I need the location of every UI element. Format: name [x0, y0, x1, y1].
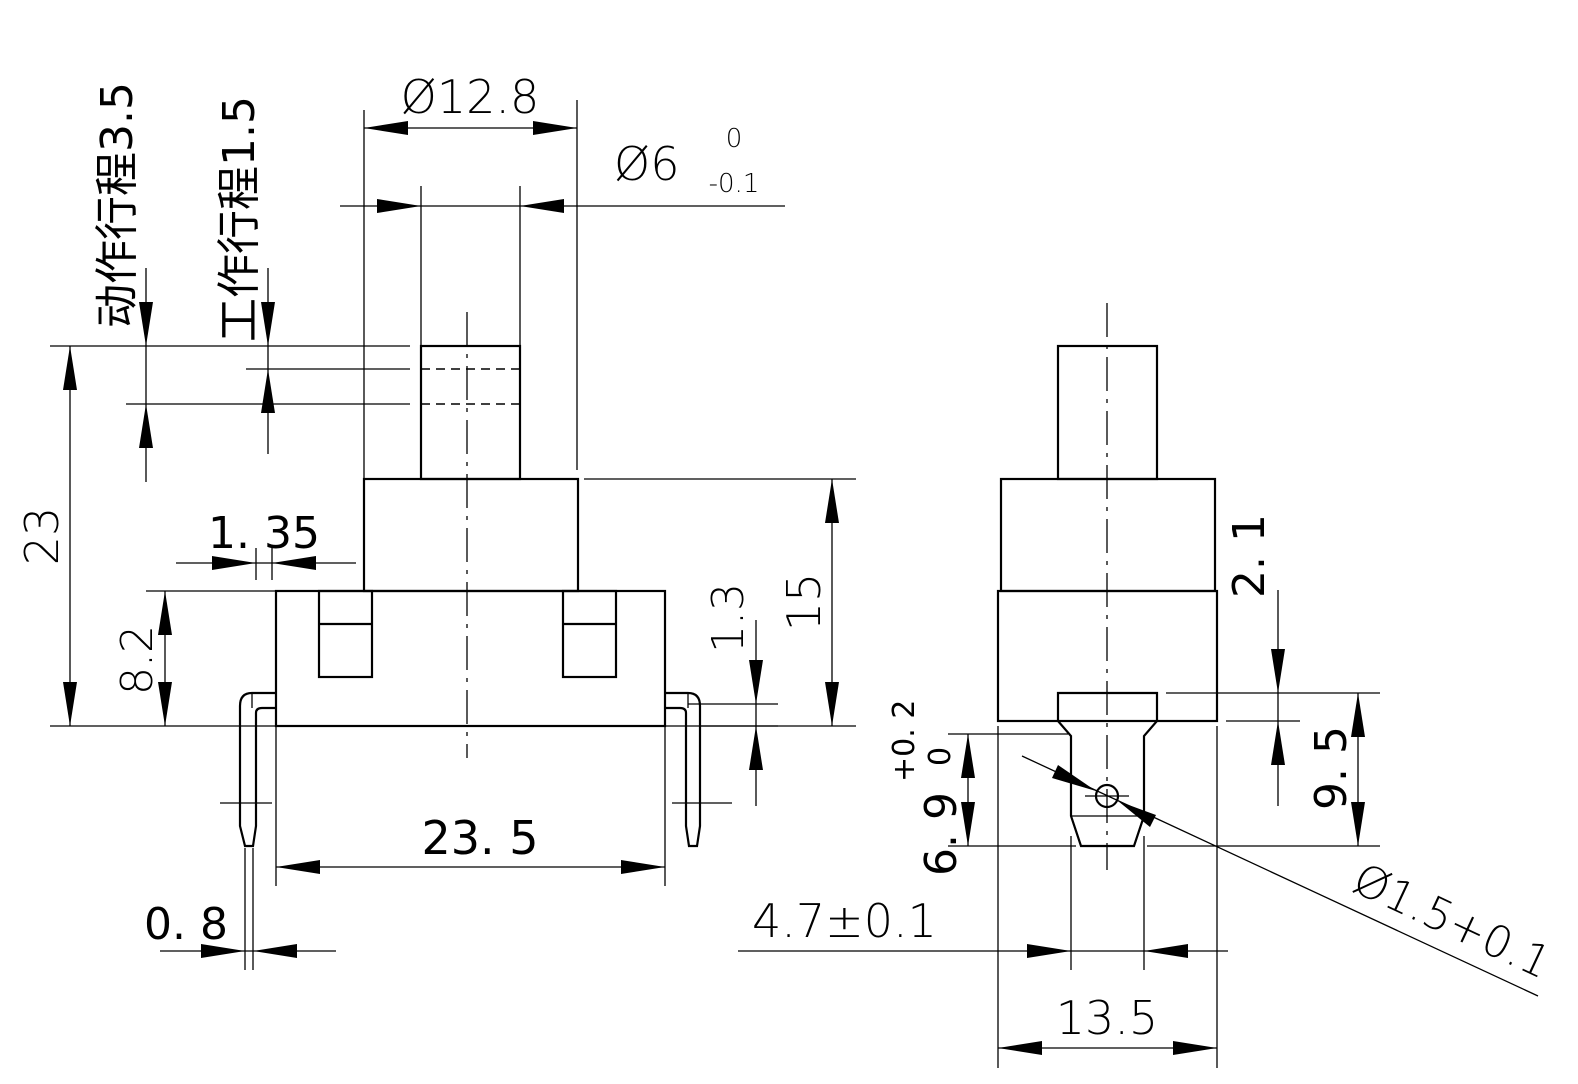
dim-diameter-6-lower-tol: -0.1: [709, 169, 760, 199]
right-terminal: [665, 691, 702, 848]
side-view: [996, 303, 1219, 870]
dim-width-4-7: 4.7±0.1: [752, 894, 937, 948]
dim-width-1-35: 1. 35: [208, 508, 320, 559]
front-view-dimensions: Ø12.8 Ø6 0 -0.1 动作行程3.5 工作行程1.5 23: [15, 70, 856, 970]
dim-height-23: 23: [15, 507, 69, 566]
dim-width-0-8: 0. 8: [144, 899, 228, 950]
dim-height-2-1: 2. 1: [1224, 514, 1275, 598]
left-snap-window: [317, 589, 374, 679]
upper-housing: [362, 477, 580, 593]
left-terminal: [238, 691, 276, 848]
side-terminal-tab: [1056, 691, 1159, 848]
dim-height-8-2: 8.2: [112, 625, 163, 695]
dim-diameter-6: Ø6: [614, 137, 679, 191]
dim-height-6-9-upper-tol: +0. 2: [887, 700, 922, 782]
label-action-stroke: 动作行程3.5: [92, 82, 143, 328]
dim-diameter-12-8: Ø12.8: [401, 70, 540, 124]
dim-width-23-5: 23. 5: [421, 811, 538, 865]
dim-height-6-9: 6. 9: [916, 792, 967, 876]
dim-diameter-6-upper-tol: 0: [726, 124, 743, 154]
base-housing: [274, 589, 667, 728]
right-snap-window: [561, 589, 618, 679]
side-view-dimensions: 2. 1 9. 5 6. 9 +0. 2 0 4.7±0.1 13.5: [738, 514, 1559, 1068]
dim-height-6-9-lower-tol: 0: [923, 747, 958, 766]
dim-height-15: 15: [777, 573, 831, 632]
dim-height-1-3: 1.3: [703, 583, 754, 653]
dim-width-13-5: 13.5: [1056, 991, 1158, 1045]
dim-height-9-5: 9. 5: [1306, 726, 1357, 810]
plunger: [419, 344, 522, 481]
label-work-stroke: 工作行程1.5: [214, 96, 265, 342]
side-upper-housing: [999, 477, 1217, 593]
front-view: [220, 312, 732, 848]
